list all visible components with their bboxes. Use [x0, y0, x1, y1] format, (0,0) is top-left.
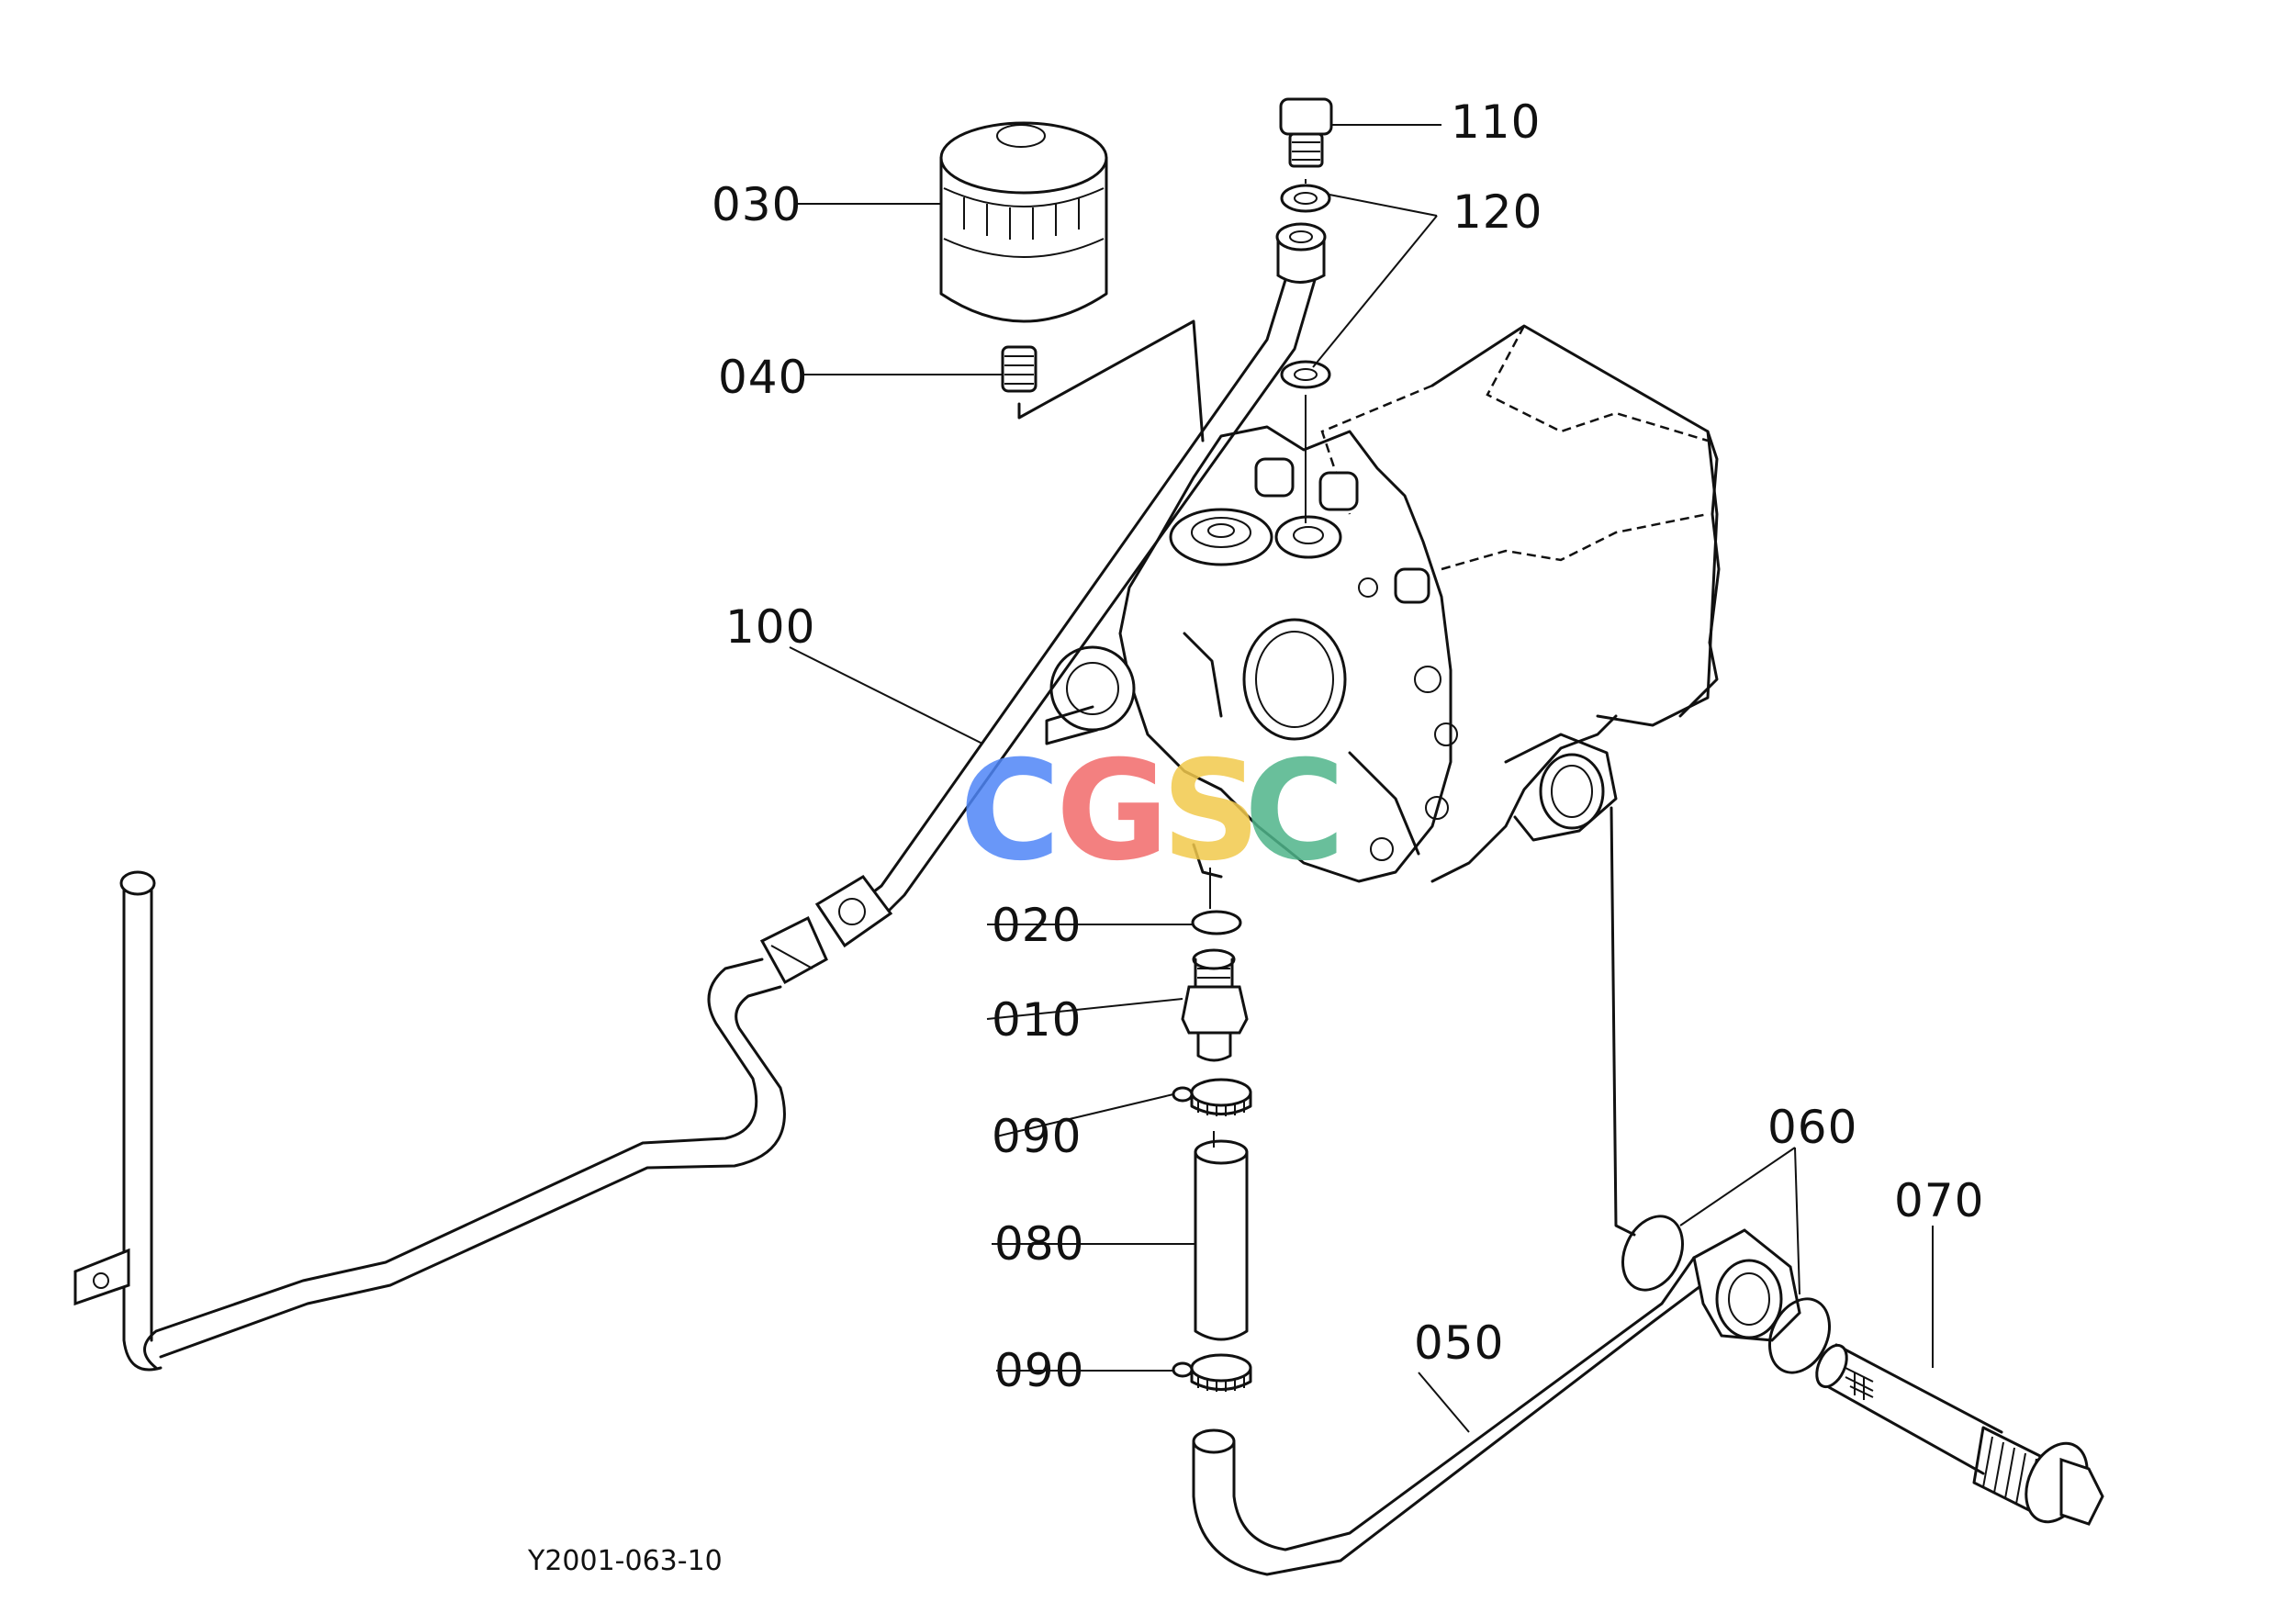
hose-080: [1194, 1131, 1249, 1341]
o-ring-020: [1191, 868, 1242, 935]
callout-010: 010: [992, 993, 1082, 1047]
callout-110: 110: [1451, 95, 1541, 149]
watermark-letter: G: [1056, 732, 1169, 891]
watermark-letter: C: [1244, 732, 1345, 891]
bolt-110: [1279, 97, 1333, 168]
hose-clamp-090-upper: [1172, 1078, 1252, 1116]
callout-070: 070: [1894, 1174, 1984, 1227]
watermark-letter: C: [959, 732, 1060, 891]
pipe-100: [73, 222, 1327, 1372]
washer-120-lower: [1280, 360, 1331, 389]
o-ring-060-right: [1768, 1297, 1831, 1374]
washer-120-upper: [1280, 184, 1331, 213]
oil-filter-030: [939, 121, 1108, 323]
port-leader: [1610, 806, 1636, 1237]
callout-020: 020: [992, 899, 1082, 952]
leader-lines: [789, 124, 1934, 1433]
callout-040: 040: [718, 351, 808, 404]
callout-050: 050: [1414, 1316, 1504, 1370]
callout-030: 030: [712, 178, 802, 231]
transmission-housing: [1045, 324, 1721, 883]
drawing-code: Y2001-063-10: [527, 1545, 723, 1577]
callout-080: 080: [994, 1217, 1084, 1271]
callout-060: 060: [1767, 1101, 1857, 1154]
hose-clamp-090-lower: [1172, 1353, 1252, 1392]
watermark-letter: S: [1161, 732, 1261, 891]
o-ring-060-left: [1621, 1215, 1684, 1292]
strainer-070: [1815, 1343, 2104, 1526]
callout-100: 100: [725, 600, 815, 654]
callout-120: 120: [1453, 185, 1542, 239]
hose-fitting-010: [1181, 948, 1249, 1062]
callout-090-upper: 090: [992, 1110, 1082, 1163]
watermark-logo: C G S C: [959, 732, 1345, 891]
callout-090-lower: 090: [994, 1344, 1084, 1397]
nipple-040: [1001, 319, 1205, 442]
suction-pipe-050: [1192, 1228, 1801, 1576]
